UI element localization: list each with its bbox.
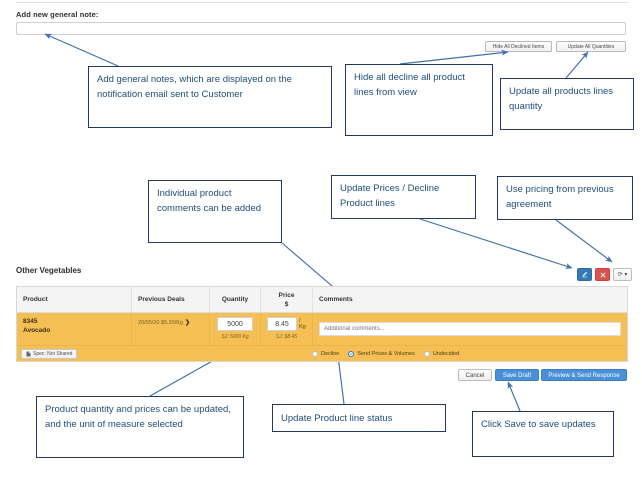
pencil-icon[interactable] [577,268,592,281]
radio-decline-label: Decline [321,350,340,357]
radio-undecided[interactable]: Undecided [423,350,460,357]
spec-badge-label: Spec: Not Shared [33,350,73,357]
general-note-input[interactable] [16,22,626,35]
hide-all-declined-items-button[interactable]: Hide All Declined Items [485,41,552,52]
callout-quantity-price-uom: Product quantity and prices can be updat… [36,396,244,458]
table-header-row: Product Previous Deals Quantity Price $ … [17,287,627,313]
radio-undecided-label: Undecided [432,350,460,357]
product-code: 8345 [23,318,38,325]
callout-hide-declined: Hide all decline all product lines from … [345,64,493,136]
col-header-product: Product [17,287,132,312]
previous-deal-text: 20/05/20 $5.20/Kg [138,319,183,326]
preview-send-button[interactable]: Preview & Send Response [541,369,627,381]
col-header-previous-deals: Previous Deals [132,287,210,312]
callout-click-save: Click Save to save updates [472,411,614,457]
update-all-quantities-button[interactable]: Update All Quantities [556,41,626,52]
top-divider [16,2,628,3]
radio-decline[interactable]: Decline [312,350,340,357]
callout-previous-pricing: Use pricing from previous agreement [497,176,633,220]
radio-send-prices-volumes-dot[interactable] [348,350,355,357]
spec-badge[interactable]: Spec: Not Shared [21,348,78,359]
radio-send-prices-volumes[interactable]: Send Prices & Volumes [348,350,415,357]
radio-send-prices-volumes-label: Send Prices & Volumes [357,350,415,357]
price-input[interactable] [267,317,297,331]
cell-product: 8345 Avocado [17,313,132,345]
comment-input[interactable] [319,322,621,336]
general-note-label: Add new general note: [16,10,99,19]
document-icon [26,351,31,356]
products-table: Product Previous Deals Quantity Price $ … [16,286,628,362]
radio-decline-dot[interactable] [312,350,318,357]
radio-undecided-dot[interactable] [423,350,430,357]
table-group-title: Other Vegetables [16,266,82,275]
col-header-comments: Comments [319,296,353,303]
cell-price: / Kg SJ: $8.45 [261,313,313,345]
refresh-caret-icon[interactable]: ⟳ ▾ [613,268,632,281]
status-radio-group: Decline Send Prices & Volumes Undecided [312,350,460,357]
save-draft-button[interactable]: Save Draft [495,369,539,381]
price-unit-label[interactable]: / Kg [299,318,306,330]
chevron-right-icon[interactable]: ❯ [184,320,190,326]
price-sub-note: SJ: $8.45 [275,334,298,340]
x-icon[interactable] [595,268,610,281]
quantity-sub-note: SJ: 5000 Kg [221,334,249,340]
callout-update-prices: Update Prices / Decline Product lines [331,175,476,219]
col-header-quantity: Quantity [210,287,261,312]
cell-comments [313,313,627,345]
cell-previous-deals[interactable]: 20/05/20 $5.20/Kg ❯ [132,313,210,345]
col-header-price-line1: Price [278,291,295,299]
table-row-footer: Spec: Not Shared Decline Send Prices & V… [17,346,627,361]
col-header-price: Price $ [261,287,313,312]
cancel-button[interactable]: Cancel [458,369,492,381]
product-name: Avocado [23,327,51,334]
quantity-input[interactable] [217,317,253,331]
callout-general-notes: Add general notes, which are displayed o… [88,66,332,128]
callout-product-line-status: Update Product line status [272,404,446,432]
col-header-price-line2: $ [284,300,289,308]
callout-update-quantities: Update all products lines quantity [500,78,634,130]
table-row: 8345 Avocado 20/05/20 $5.20/Kg ❯ SJ: 500… [17,313,627,346]
callout-product-comments: Individual product comments can be added [148,180,282,243]
cell-quantity: SJ: 5000 Kg [210,313,261,345]
